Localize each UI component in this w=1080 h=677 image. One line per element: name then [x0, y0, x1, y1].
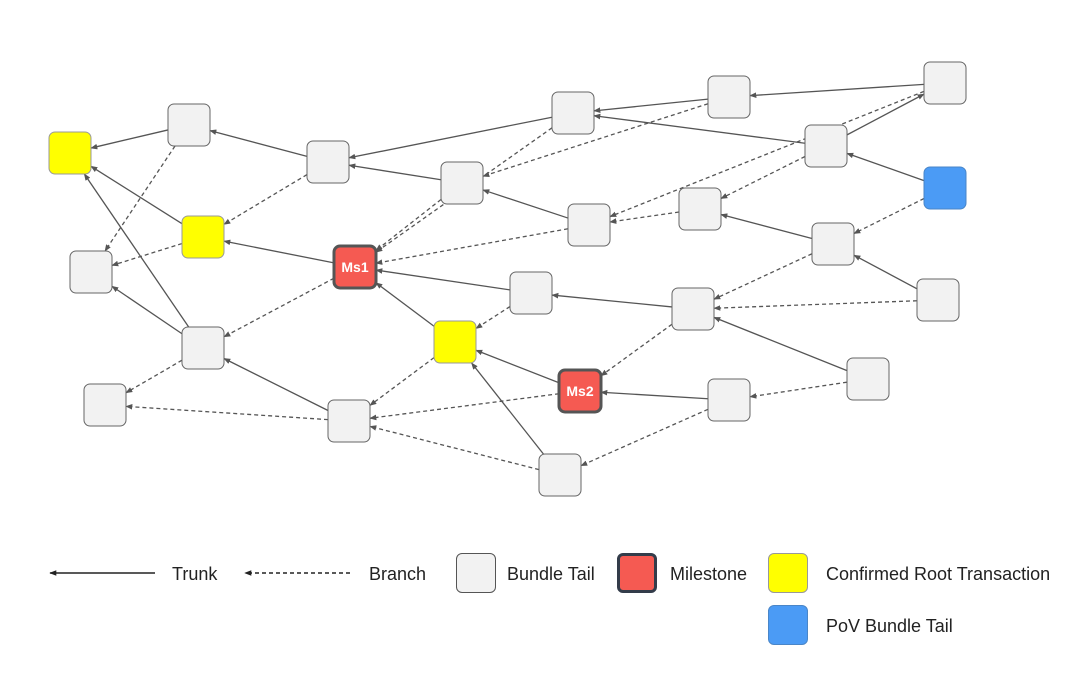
trunk-edge-n-to-m — [853, 254, 918, 290]
bundle-tail-node-w — [83, 383, 127, 427]
branch-edge-o-to-ms2 — [600, 323, 673, 377]
branch-edge-t-to-r — [369, 425, 540, 471]
trunk-edge-ms2-to-y3 — [475, 349, 560, 384]
bundle-tail-node-f — [923, 61, 967, 105]
branch-edge-k-to-j — [609, 211, 680, 224]
branch-edge-q-to-s — [749, 381, 848, 399]
trunk-edge-bl-to-l — [846, 152, 925, 182]
bundle-tail-node-b — [306, 140, 350, 184]
milestone-node-ms2: Ms2 — [557, 368, 603, 414]
trunk-edge-s-to-ms2 — [600, 389, 709, 400]
branch-edge-m-to-o — [713, 253, 813, 300]
branch-edge-b-to-y2 — [223, 174, 308, 225]
trunk-edge-a-to-y1 — [90, 129, 169, 150]
bundle-tail-node-k — [678, 187, 722, 231]
legend-pov-tail-swatch — [768, 605, 808, 645]
trunk-edge-l-to-f — [846, 93, 925, 136]
branch-edge-d-to-ms1 — [375, 198, 442, 252]
legend-pov-tail-label: PoV Bundle Tail — [826, 616, 953, 636]
bundle-tail-node-j — [567, 203, 611, 247]
bundle-tail-node-q — [846, 357, 890, 401]
milestone-label-ms2: Ms2 — [566, 383, 593, 399]
bundle-tail-node-n — [916, 278, 960, 322]
legend-branch-label: Branch — [369, 564, 427, 584]
bundle-tail-node-i — [804, 124, 848, 168]
legend-confirmed-root-swatch — [768, 553, 808, 593]
bundle-tail-node-t — [538, 453, 582, 497]
legend-trunk-label: Trunk — [172, 564, 218, 584]
bundle-tail-node-p — [509, 271, 553, 315]
trunk-edge-r-to-v — [223, 357, 329, 412]
trunk-edge-m-to-k — [720, 213, 813, 240]
confirmed-root-node-y2 — [181, 215, 225, 259]
trunk-edge-d-to-b — [348, 163, 442, 181]
bundle-tail-node-m — [811, 222, 855, 266]
branch-edge-p-to-y3 — [475, 305, 511, 330]
bundle-tail-node-s — [707, 378, 751, 422]
branch-edge-v-to-w — [125, 359, 183, 394]
milestone-node-ms1: Ms1 — [332, 244, 378, 290]
legend-bundle-tail-label: Bundle Tail — [507, 564, 595, 584]
bundle-tail-node-r — [327, 399, 371, 443]
trunk-edge-h-to-y1 — [83, 173, 190, 328]
trunk-edge-y3-to-ms1 — [375, 282, 435, 327]
branch-edge-r-to-w — [125, 403, 329, 421]
branch-edge-f-to-j — [609, 90, 925, 218]
edges-layer — [83, 83, 925, 471]
trunk-edge-c-to-b — [348, 116, 553, 160]
bundle-tail-node-d — [440, 161, 484, 205]
trunk-edge-ms1-to-y2 — [223, 239, 335, 264]
branch-edge-ms2-to-r — [369, 393, 560, 421]
branch-edge-n-to-o — [713, 300, 918, 311]
trunk-edge-t-to-y3 — [471, 362, 544, 455]
trunk-edge-o-to-p — [551, 292, 673, 308]
confirmed-root-node-y1 — [48, 131, 92, 175]
branch-edge-s-to-t — [580, 408, 709, 467]
pov-tail-node-bl — [923, 166, 967, 210]
milestone-label-ms1: Ms1 — [341, 259, 368, 275]
bundle-tail-node-e — [707, 75, 751, 119]
bundle-tail-node-o — [671, 287, 715, 331]
trunk-edge-v-to-g — [111, 285, 183, 335]
trunk-edge-b-to-a — [209, 129, 308, 158]
legend-bundle-tail-swatch — [456, 553, 496, 593]
bundle-tail-node-c — [551, 91, 595, 135]
confirmed-root-node-y3 — [433, 320, 477, 364]
trunk-edge-j-to-d — [482, 189, 569, 219]
branch-edge-e-to-d — [482, 103, 709, 177]
trunk-edge-i-to-c — [593, 113, 806, 144]
legend-confirmed-root-label: Confirmed Root Transaction — [826, 564, 1051, 584]
bundle-tail-node-h — [181, 326, 225, 370]
trunk-edge-f-to-e — [749, 83, 925, 99]
branch-edge-bl-to-m — [853, 197, 925, 235]
trunk-edge-q-to-o — [713, 316, 848, 372]
branch-edge-i-to-k — [720, 155, 806, 200]
branch-edge-j-to-ms1 — [375, 228, 569, 265]
trunk-edge-e-to-c — [593, 98, 709, 113]
branch-edge-y3-to-r — [369, 357, 435, 406]
trunk-edge-y2-to-y1 — [90, 165, 183, 225]
legend-milestone-label: Milestone — [670, 564, 748, 584]
branch-edge-y2-to-g — [111, 242, 183, 267]
branch-edge-ms1-to-h — [223, 277, 335, 338]
legend-milestone-swatch — [617, 553, 657, 593]
trunk-edge-p-to-ms1 — [375, 268, 511, 291]
bundle-tail-node-a — [167, 103, 211, 147]
bundle-tail-node-g — [69, 250, 113, 294]
branch-edge-a-to-g — [104, 145, 176, 252]
